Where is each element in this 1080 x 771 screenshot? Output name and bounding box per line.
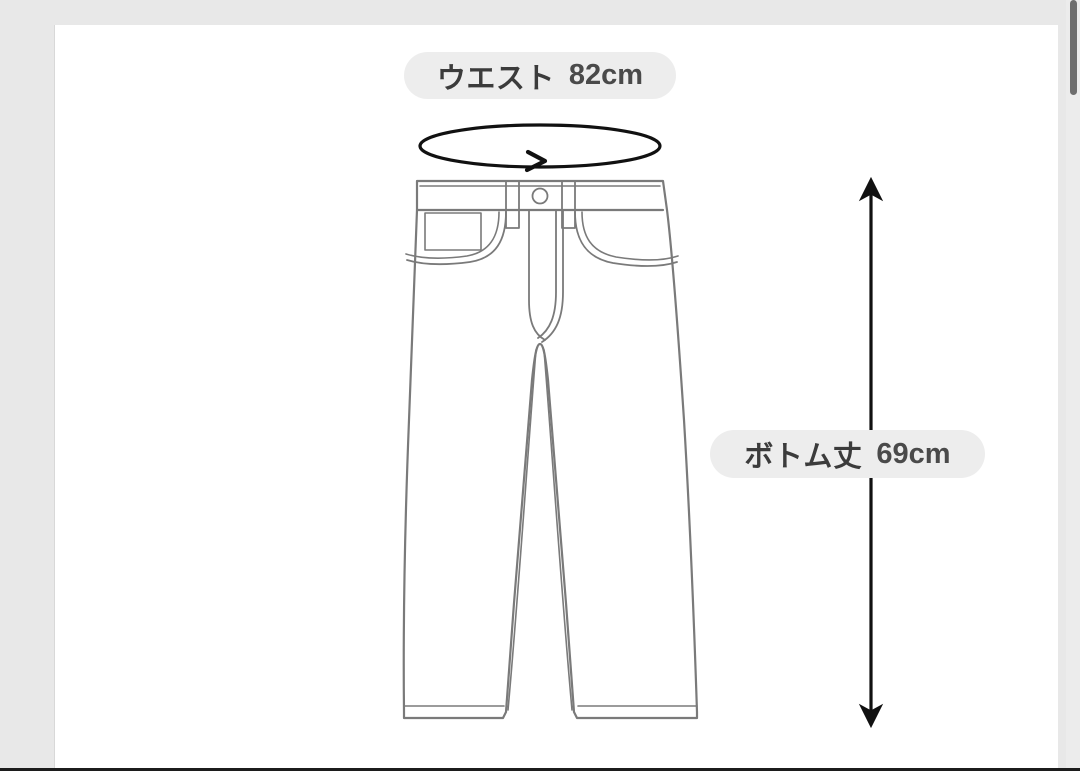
bottom-length-measurement-label: ボトム丈 69cm: [710, 430, 985, 478]
bottom-system-bar: [0, 768, 1080, 771]
waist-measurement-label: ウエスト 82cm: [404, 52, 676, 99]
scrollbar-track[interactable]: [1066, 0, 1080, 771]
waist-label-value: 82cm: [568, 59, 644, 91]
content-card: [55, 25, 1058, 768]
bottom-length-label-value: 69cm: [876, 437, 951, 470]
waist-label-name: ウエスト: [436, 62, 555, 95]
scrollbar-thumb[interactable]: [1070, 0, 1077, 95]
bottom-length-label-name: ボトム丈: [744, 441, 863, 473]
